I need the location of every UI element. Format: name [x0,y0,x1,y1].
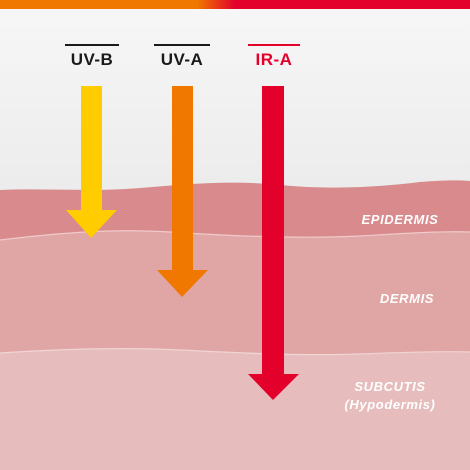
ira-arrow [248,86,299,400]
subcutis-boundary-line [0,347,470,356]
ira-label: IR-A [244,44,304,70]
dermis-layer [0,230,470,355]
top-color-band [0,0,470,9]
uva-label-text: UV-A [160,50,204,69]
uva-arrow [157,86,208,297]
subcutis-label-main: SUBCUTIS [354,379,426,394]
dermis-boundary-line [0,230,470,241]
uvb-label: UV-B [62,44,122,70]
uvb-label-bar [65,44,119,46]
uva-label-bar [154,44,210,46]
epidermis-layer [0,180,470,240]
subcutis-label-sub: (Hypodermis) [344,397,436,412]
ira-label-text: IR-A [255,50,293,69]
uvb-arrow [66,86,117,238]
uvb-label-text: UV-B [70,50,114,69]
subcutis-label: SUBCUTIS (Hypodermis) [325,378,455,414]
dermis-label: DERMIS [379,291,435,306]
ira-label-bar [248,44,300,46]
subcutis-layer [0,348,470,470]
epidermis-label: EPIDERMIS [361,212,439,227]
uva-label: UV-A [151,44,213,70]
